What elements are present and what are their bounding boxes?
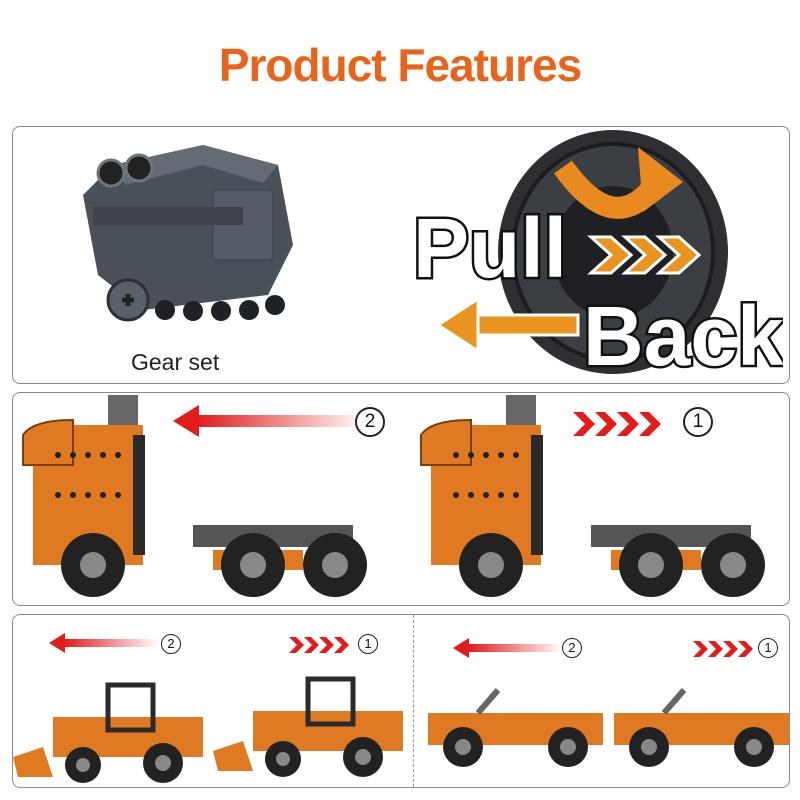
chevron-right-icon <box>587 235 702 275</box>
loader-image-right <box>213 676 403 777</box>
truck-image-right <box>420 395 765 597</box>
step-1-badge: 1 <box>758 638 778 658</box>
page-title: Product Features <box>218 39 582 91</box>
step-2-badge: 2 <box>562 638 582 658</box>
step-1-badge: 1 <box>358 634 378 654</box>
gear-panel: Gear set Pull Back <box>12 126 790 384</box>
loader-image-left <box>13 682 203 783</box>
arrow-left-icon <box>453 638 563 658</box>
panel-divider <box>413 615 414 787</box>
chevron-right-icon <box>693 641 753 657</box>
arrow-left-icon <box>173 405 367 437</box>
back-text: Back <box>583 289 783 377</box>
pull-back-graphic: Pull Back <box>411 199 784 378</box>
arrow-left-icon <box>435 296 580 354</box>
car-image-right <box>614 688 789 767</box>
step-2-badge: 2 <box>161 634 181 654</box>
pull-text: Pull <box>413 201 567 295</box>
car-image-left <box>428 688 603 767</box>
truck-image-left <box>22 395 367 597</box>
step-1-badge: 1 <box>683 407 713 437</box>
step-2-badge: 2 <box>355 407 385 437</box>
truck-panel: 2 1 <box>12 392 790 606</box>
gear-set-label: Gear set <box>131 349 220 375</box>
chevron-right-icon <box>289 637 349 653</box>
arrow-left-icon <box>49 633 159 653</box>
vehicles-panel: 2 1 2 1 <box>12 614 790 788</box>
chevron-right-icon <box>573 412 661 436</box>
gear-set-image <box>83 145 293 322</box>
